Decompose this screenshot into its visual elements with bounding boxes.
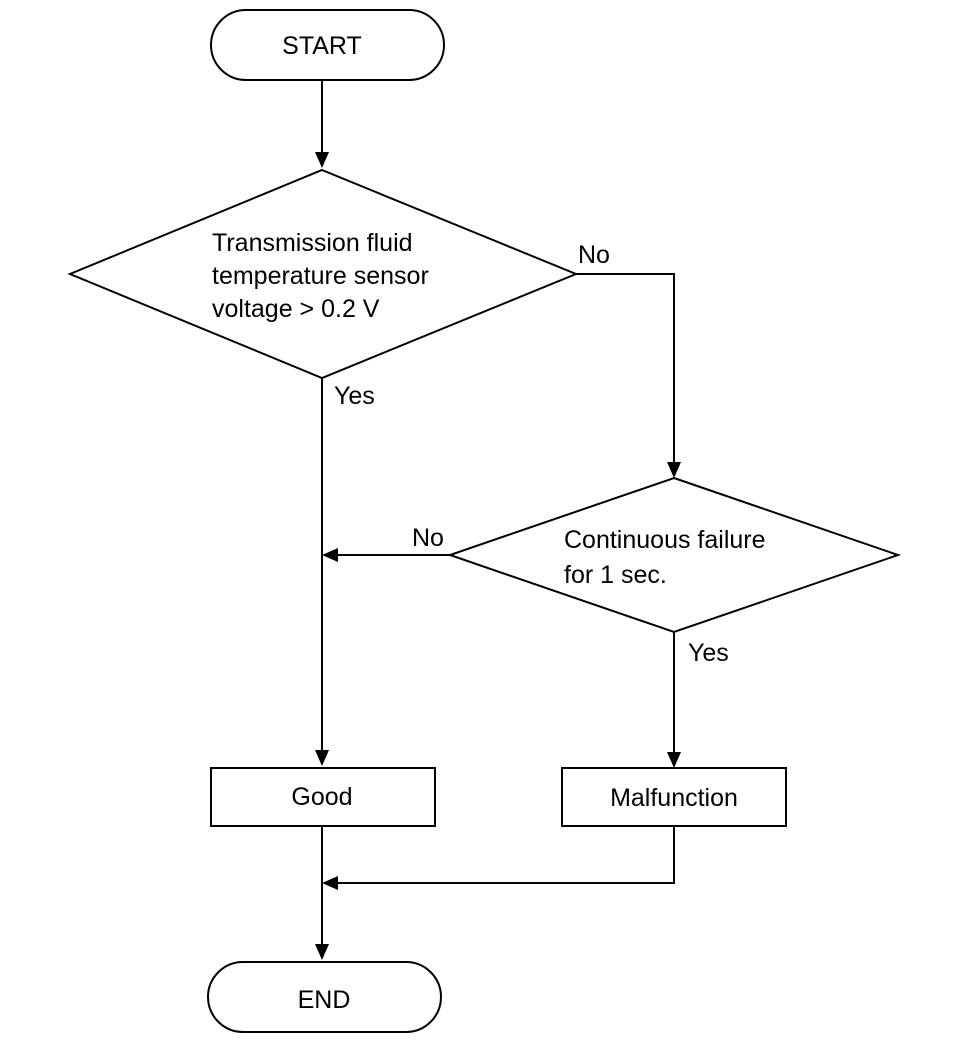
decision1-line-3: voltage > 0.2 V	[212, 295, 380, 323]
connector-decision1-no-to-decision2	[576, 273, 681, 478]
start-label: START	[282, 32, 362, 60]
decision2-diamond-shape	[446, 476, 902, 634]
decision2-line-1: Continuous failure	[564, 526, 766, 554]
end-node: END	[207, 961, 442, 1033]
good-node: Good	[210, 767, 436, 827]
decision-continuous-failure: Continuous failure for 1 sec.	[446, 476, 902, 634]
arrowhead-left-icon	[322, 548, 338, 562]
arrowhead-down-icon	[315, 152, 329, 168]
end-label: END	[298, 986, 351, 1014]
connector-decision2-no-to-main	[322, 548, 450, 562]
connector-decision2-yes-to-malfunction	[667, 632, 681, 768]
decision1-line-2: temperature sensor	[212, 262, 429, 290]
arrowhead-down-icon	[315, 944, 329, 960]
decision-voltage-check: Transmission fluid temperature sensor vo…	[67, 168, 579, 380]
malfunction-process-shape	[561, 767, 787, 827]
arrowhead-left-icon	[322, 876, 338, 890]
arrowhead-down-icon	[315, 750, 329, 766]
arrowhead-down-icon	[667, 462, 681, 478]
connector-good-to-end	[315, 826, 329, 960]
decision1-line-1: Transmission fluid	[212, 229, 413, 257]
connector-start-to-decision1	[315, 80, 329, 168]
good-process-shape	[210, 767, 436, 827]
malfunction-node: Malfunction	[561, 767, 787, 827]
arrowhead-down-icon	[667, 752, 681, 768]
malfunction-label: Malfunction	[610, 784, 738, 812]
connector-decision1-yes-to-good	[315, 378, 329, 766]
connector-line	[338, 826, 675, 884]
decision2-yes-label: Yes	[688, 639, 729, 667]
connector-malfunction-to-end	[322, 826, 675, 890]
start-terminator-shape	[210, 9, 445, 81]
decision2-no-label: No	[412, 524, 444, 552]
decision1-yes-label: Yes	[334, 382, 375, 410]
start-node: START	[210, 9, 445, 81]
decision2-line-2: for 1 sec.	[564, 561, 667, 589]
connector-line	[576, 273, 675, 462]
decision1-no-label: No	[578, 241, 610, 269]
end-terminator-shape	[207, 961, 442, 1033]
good-label: Good	[291, 783, 352, 811]
